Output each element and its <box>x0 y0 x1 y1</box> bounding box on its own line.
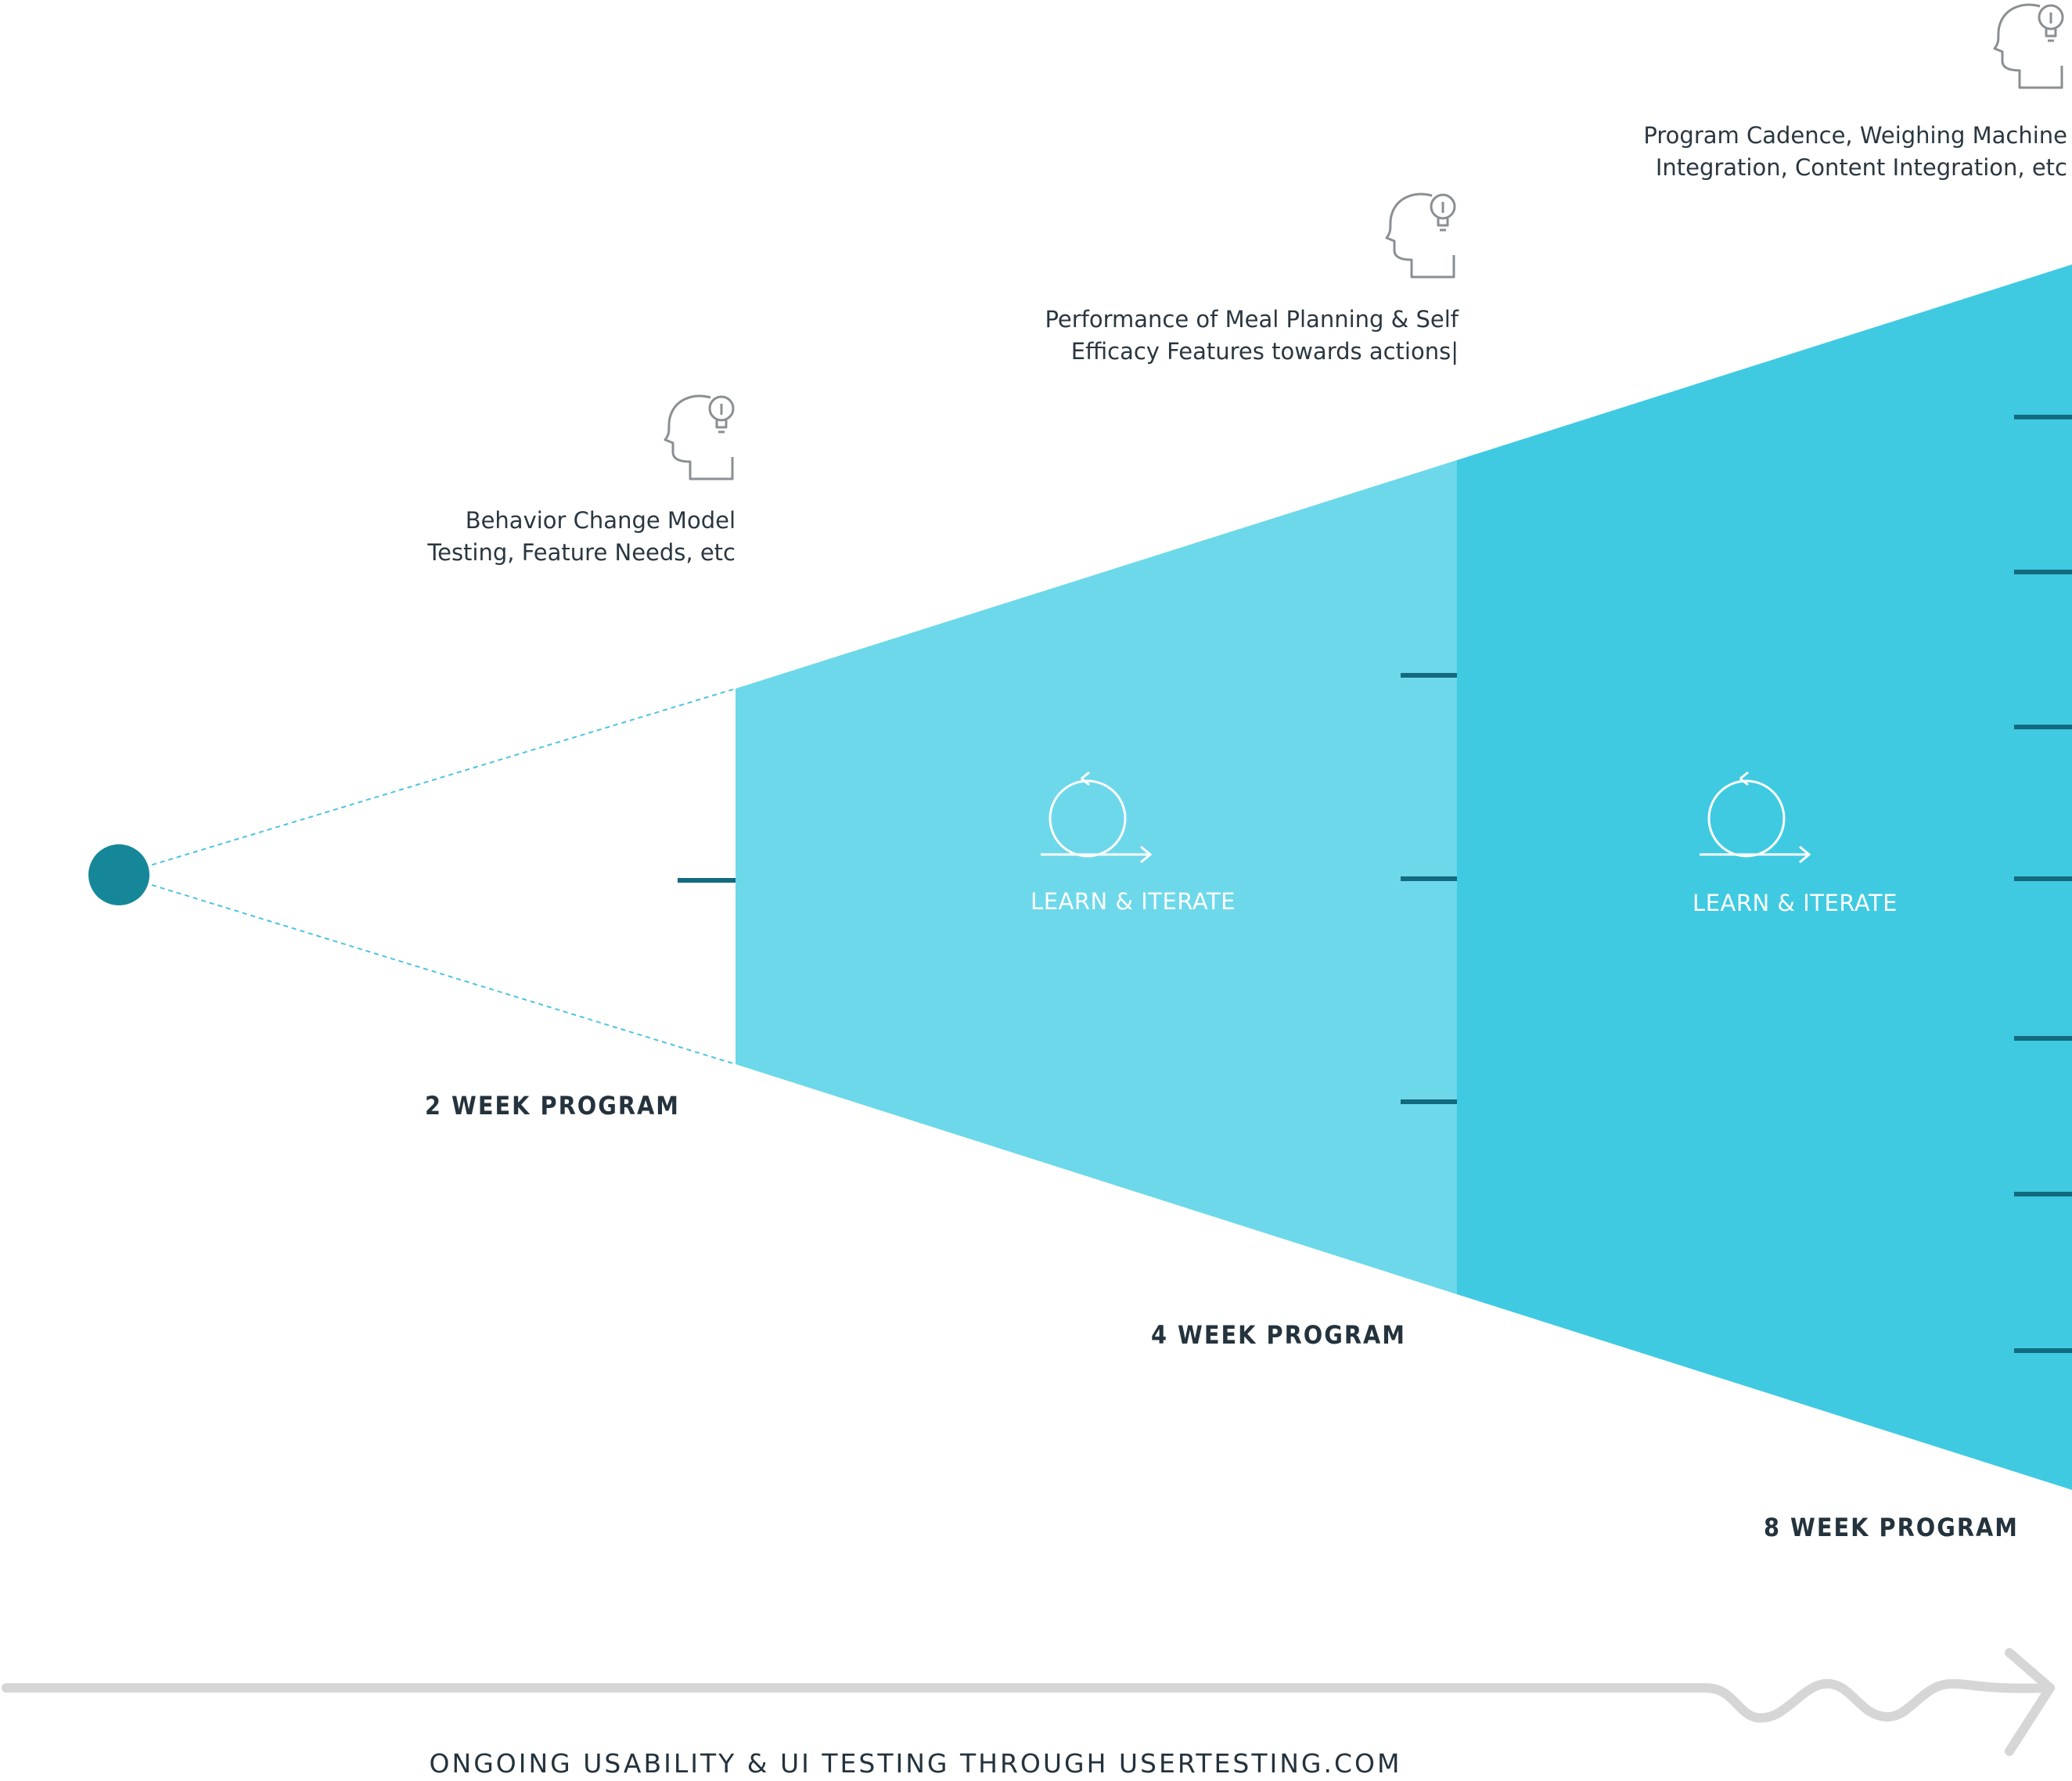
insight-line: Testing, Feature Needs, etc <box>427 539 736 566</box>
loop-arrow-icon <box>1041 771 1153 864</box>
funnel-upper-guide <box>118 688 736 876</box>
head-lightbulb-icon <box>1993 3 2064 89</box>
insight-line: Performance of Meal Planning & Self <box>1045 306 1459 333</box>
head-lightbulb-icon <box>664 394 735 480</box>
insight-note-2-week: Behavior Change Model Testing, Feature N… <box>427 505 736 569</box>
insight-line: Behavior Change Model <box>465 507 736 534</box>
loop-arrow-icon <box>1700 771 1811 864</box>
timeline-label: ONGOING USABILITY & UI TESTING THROUGH U… <box>429 1748 1402 1779</box>
stage-4-week <box>736 460 1457 1294</box>
insight-line: Integration, Content Integration, etc <box>1655 154 2067 181</box>
program-label-4-week: 4 WEEK PROGRAM <box>1151 1320 1406 1350</box>
stage-8-week <box>1457 264 2072 1490</box>
head-lightbulb-icon <box>1385 192 1456 279</box>
wavy-arrow-icon <box>1701 1648 2055 1756</box>
insight-line: Program Cadence, Weighing Machine <box>1643 122 2067 149</box>
insight-note-4-week: Performance of Meal Planning & Self Effi… <box>1045 304 1459 368</box>
learn-iterate-label: LEARN & ITERATE <box>1031 888 1236 915</box>
insight-line: Efficacy Features towards actions| <box>1070 338 1459 365</box>
origin-dot <box>88 844 149 905</box>
insight-note-8-week: Program Cadence, Weighing Machine Integr… <box>1643 120 2067 184</box>
program-label-8-week: 8 WEEK PROGRAM <box>1764 1513 2019 1542</box>
learn-iterate-label: LEARN & ITERATE <box>1692 890 1898 916</box>
program-label-2-week: 2 WEEK PROGRAM <box>425 1091 680 1121</box>
funnel-lower-guide <box>118 874 736 1065</box>
